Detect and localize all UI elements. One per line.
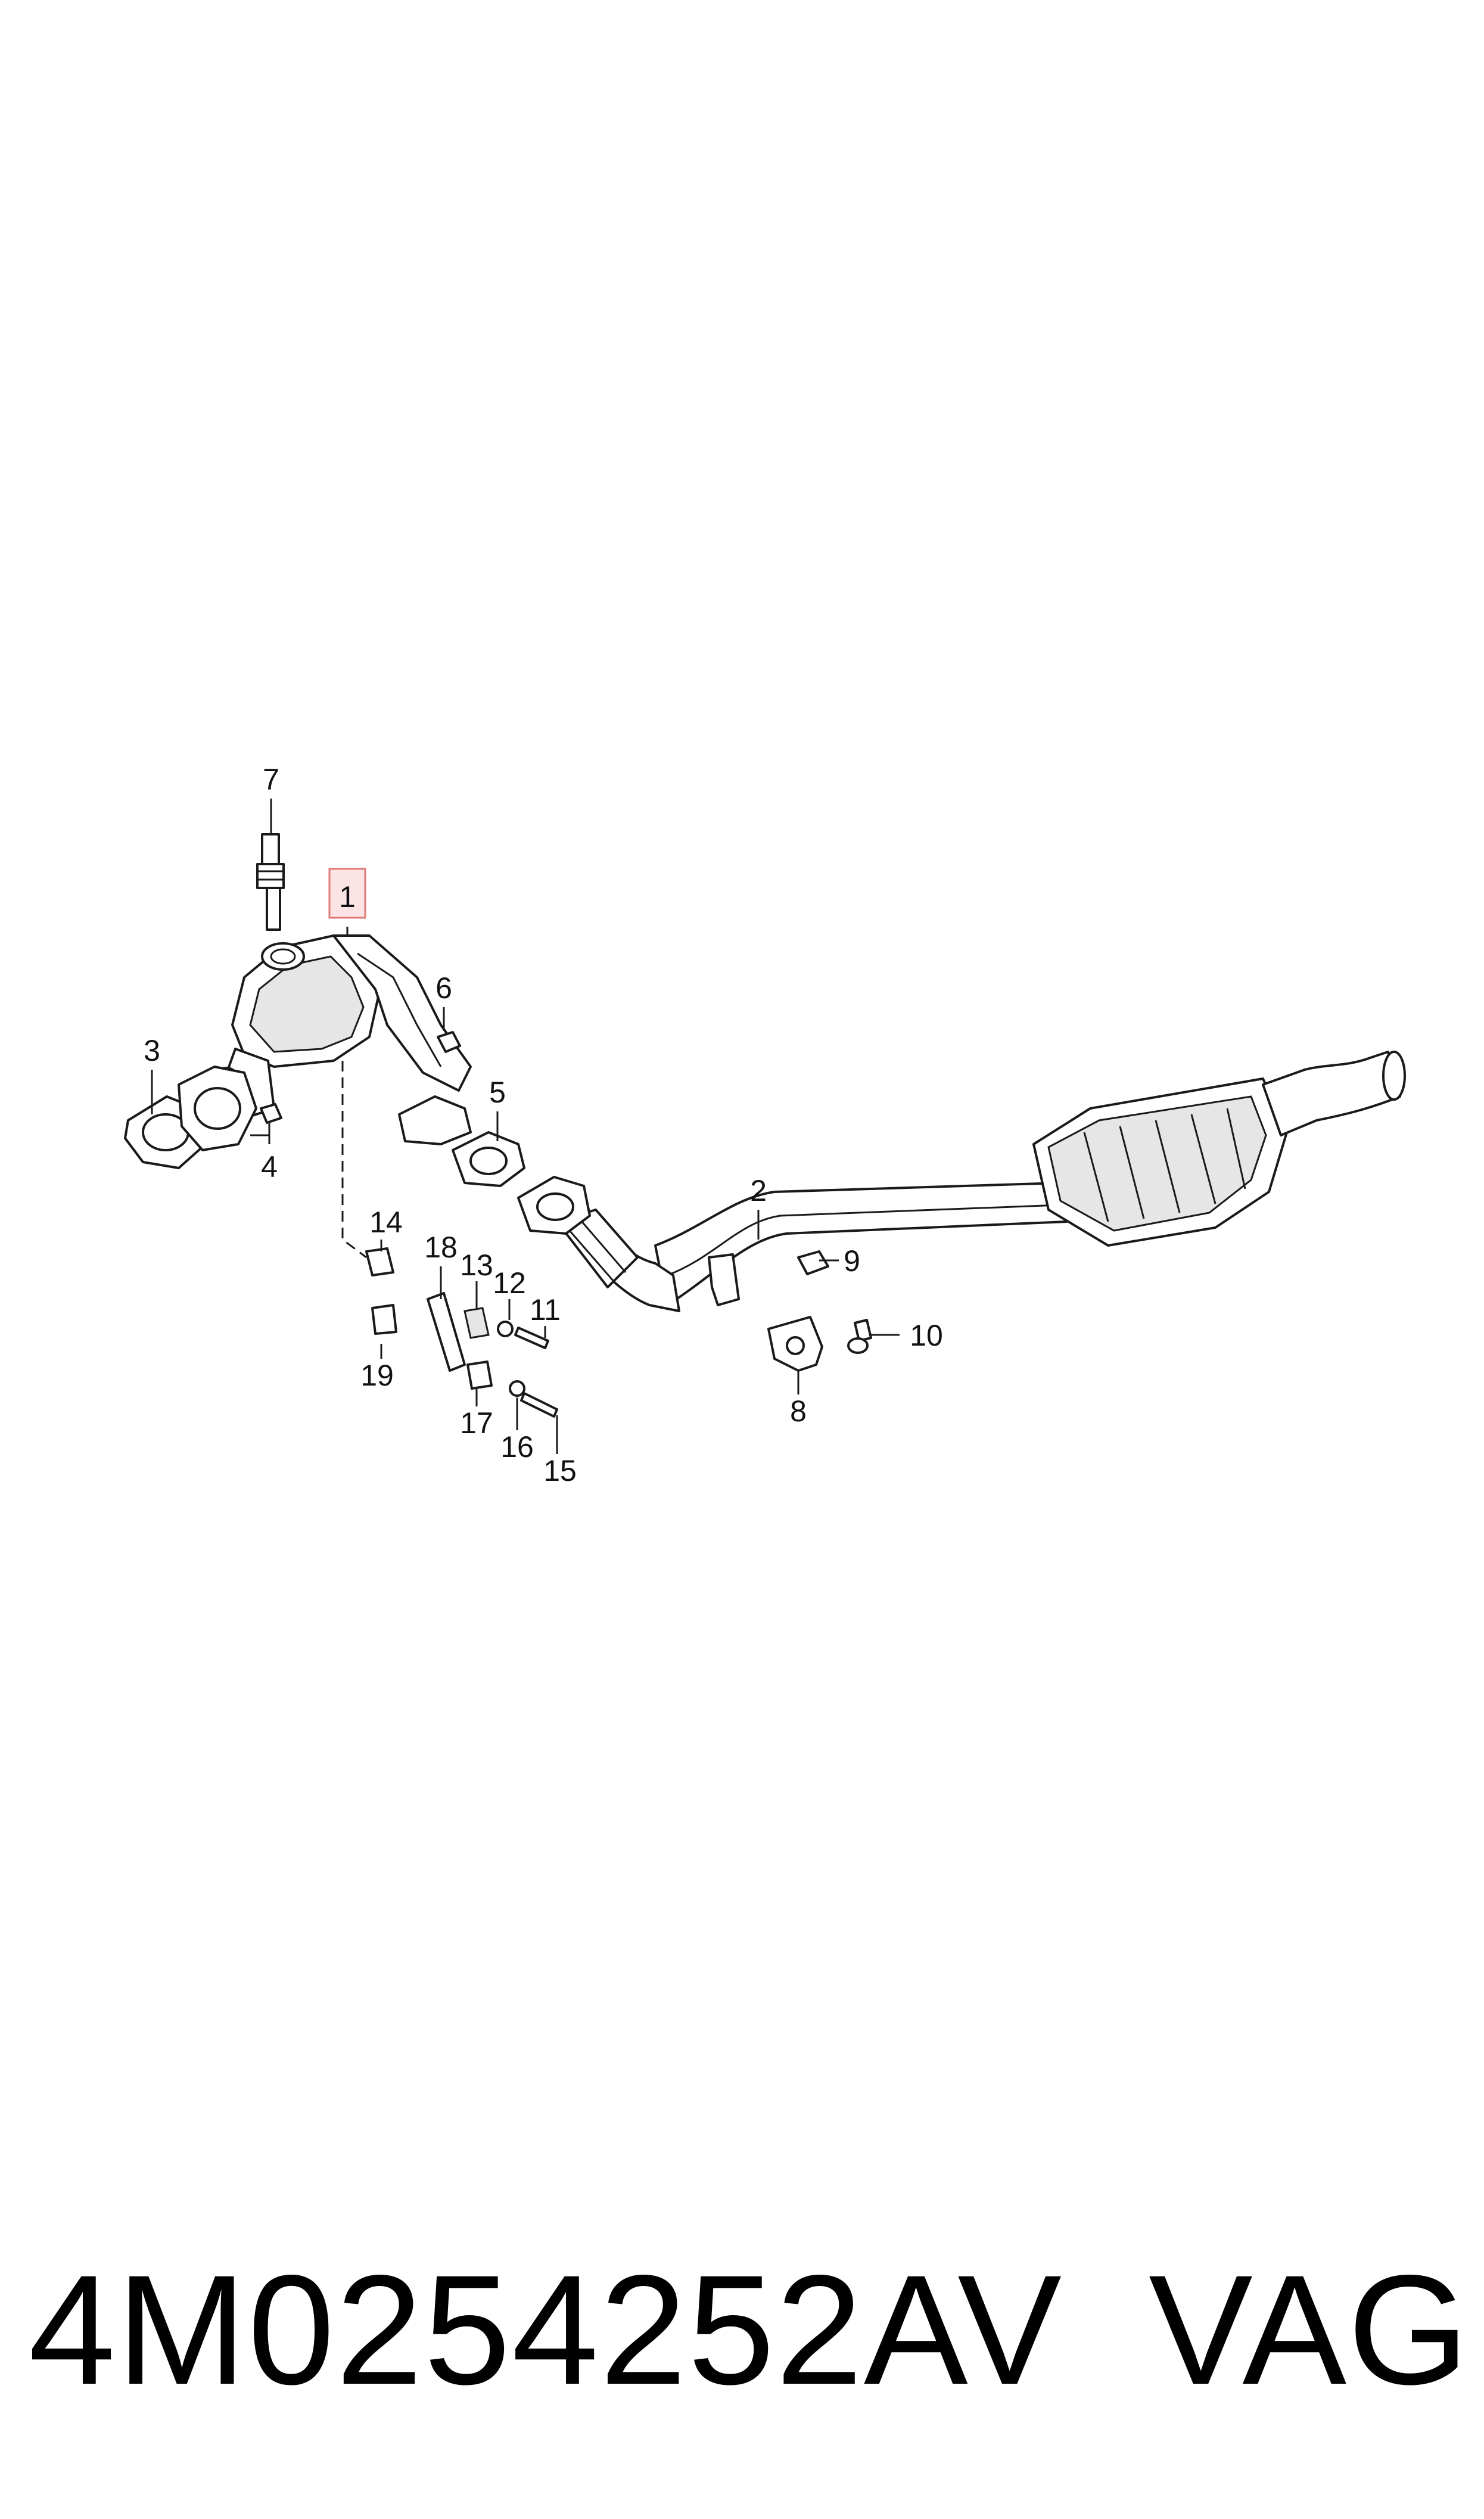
nut-6: [437, 1031, 461, 1053]
nut-4: [260, 1103, 282, 1124]
nut-clip: [797, 1250, 829, 1275]
callout-17[interactable]: 17: [460, 1406, 493, 1440]
callout-19[interactable]: 19: [360, 1359, 394, 1392]
callout-5[interactable]: 5: [489, 1076, 506, 1109]
routing-dash: [341, 1061, 367, 1259]
flange-front: [178, 1066, 257, 1151]
brand-name: VAG: [1149, 2242, 1470, 2417]
callout-2[interactable]: 2: [750, 1174, 767, 1207]
tail-pipe: [1262, 1051, 1406, 1136]
callout-3[interactable]: 3: [144, 1034, 160, 1067]
footer-caption: 4M0254252AV VAG: [29, 2241, 1470, 2419]
flange-mid: [398, 1095, 472, 1145]
callout-15[interactable]: 15: [543, 1454, 577, 1487]
callout-12[interactable]: 12: [493, 1266, 526, 1300]
rear-catalyst-body: [1032, 1077, 1288, 1247]
part-number: 4M0254252AV: [29, 2242, 1063, 2417]
callout-4[interactable]: 4: [261, 1150, 278, 1184]
callout-18[interactable]: 18: [424, 1231, 458, 1264]
gasket-mid: [452, 1131, 525, 1187]
callout-1[interactable]: 1: [339, 880, 356, 914]
pipe-bracket: [708, 1253, 740, 1306]
callout-7[interactable]: 7: [263, 763, 279, 796]
callout-16[interactable]: 16: [500, 1430, 534, 1464]
hardware-cluster: [365, 1247, 558, 1418]
bolt-10: [847, 1319, 872, 1354]
callout-13[interactable]: 13: [460, 1248, 493, 1282]
callout-9[interactable]: 9: [844, 1244, 860, 1278]
flange-rear: [517, 1176, 591, 1235]
rubber-hanger: [767, 1316, 823, 1372]
oxygen-sensor: [256, 833, 285, 931]
leader-lines: [151, 799, 900, 1454]
callout-14[interactable]: 14: [369, 1206, 403, 1239]
callout-8[interactable]: 8: [790, 1394, 807, 1428]
callout-10[interactable]: 10: [910, 1319, 943, 1352]
callout-11[interactable]: 11: [530, 1293, 561, 1327]
callout-6[interactable]: 6: [435, 971, 452, 1005]
highlight-box-1: [328, 868, 366, 919]
